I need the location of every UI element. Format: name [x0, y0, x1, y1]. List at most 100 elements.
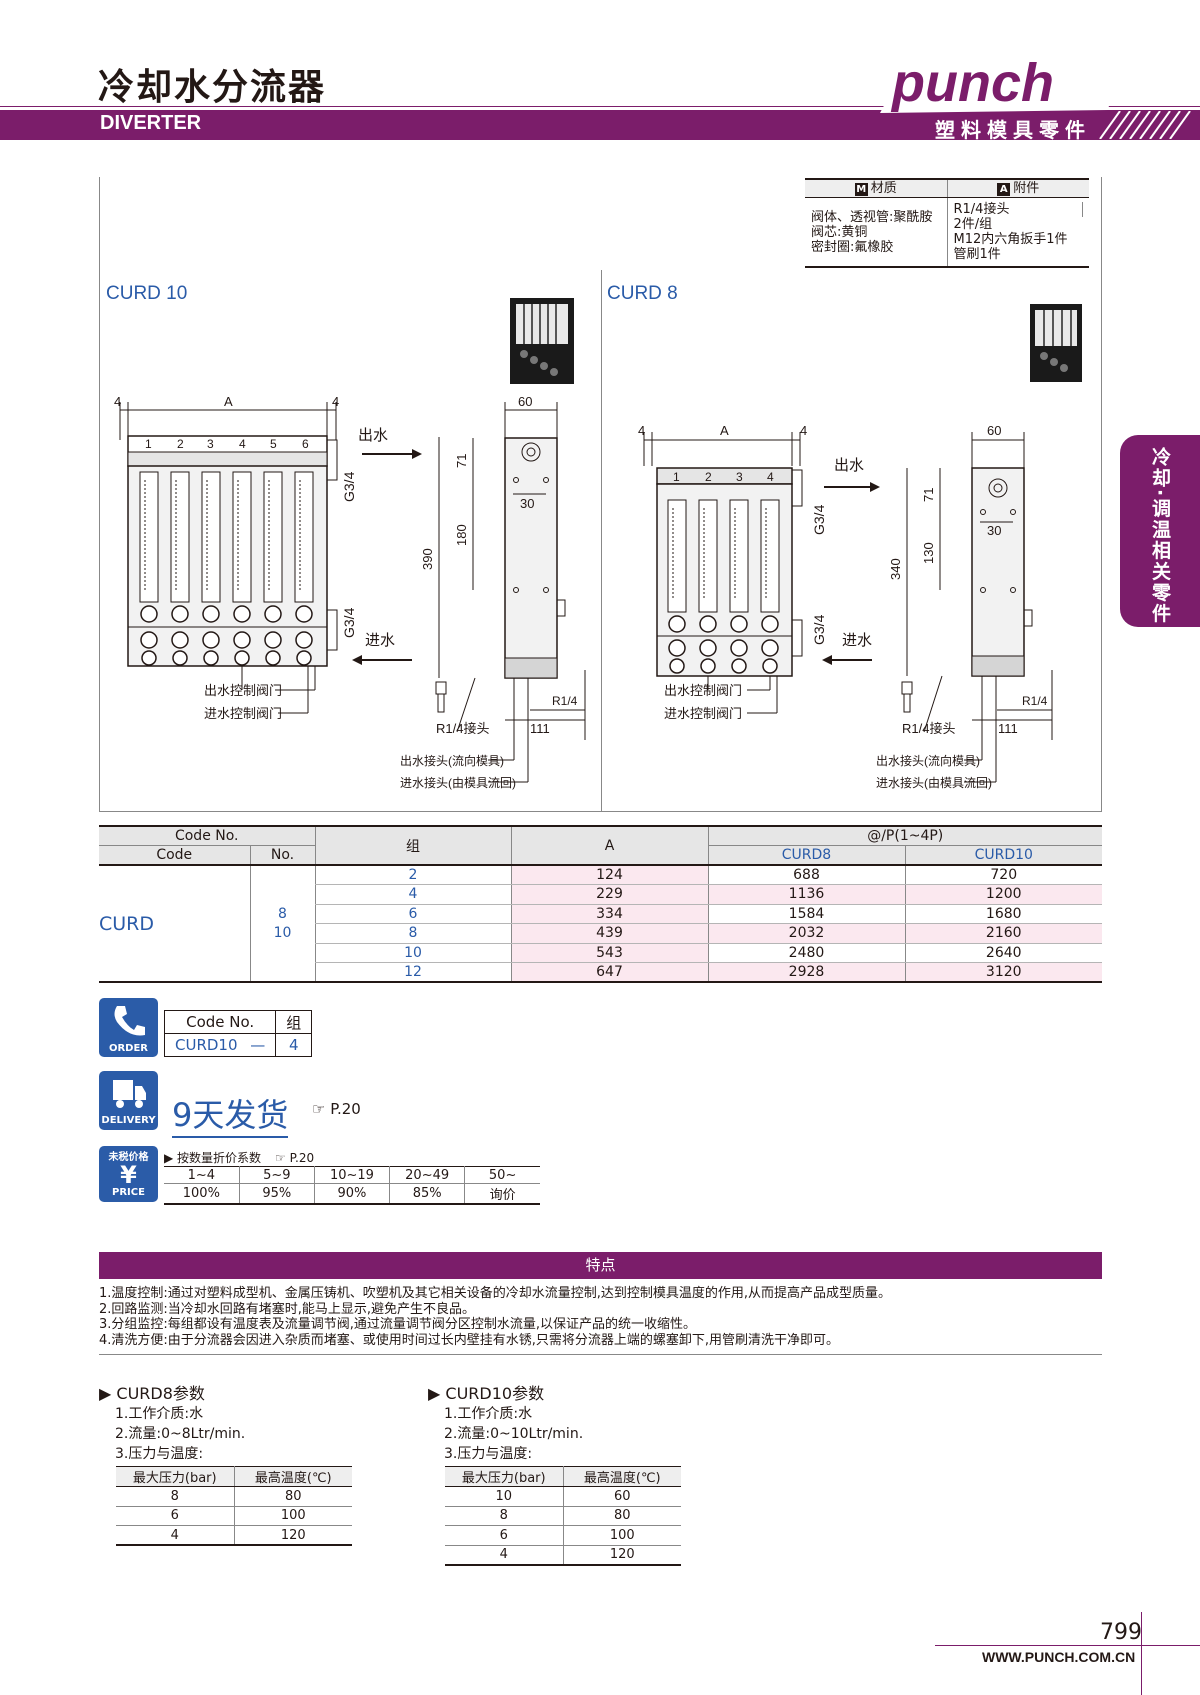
svg-text:4: 4	[332, 394, 339, 409]
price-title: ▶ 按数量折价系数☞ P.20	[164, 1151, 315, 1165]
svg-text:G3/4: G3/4	[341, 471, 357, 502]
col-group: 组	[314, 825, 511, 866]
svg-text:30: 30	[987, 523, 1001, 538]
table-row: 6 334 1584 1680	[99, 904, 1102, 924]
svg-text:6: 6	[302, 437, 309, 451]
svg-text:A: A	[224, 394, 233, 409]
svg-text:进水控制阀门: 进水控制阀门	[204, 706, 282, 721]
svg-text:R1/4接头: R1/4接头	[436, 721, 489, 736]
svg-text:1: 1	[145, 437, 152, 451]
svg-text:出水接头(流向模具): 出水接头(流向模具)	[400, 753, 504, 768]
delivery-ref[interactable]: ☞ P.20	[312, 1100, 361, 1118]
page-title: 冷却水分流器	[98, 67, 327, 108]
svg-text:进水接头(由模具流回): 进水接头(由模具流回)	[400, 775, 516, 790]
svg-text:R1/4: R1/4	[552, 694, 578, 708]
code-value: CURD	[99, 865, 250, 983]
col-curd8: CURD8	[707, 845, 905, 866]
col-code: Code	[99, 845, 250, 866]
triangle-icon: ▶	[428, 1384, 441, 1403]
yen-icon: ¥	[120, 1161, 137, 1189]
list-item: 3.分组监控:每组都设有温度表及流量调节阀,通过流量调节阀分区控制水流量,以保证…	[99, 1317, 697, 1332]
model-label-curd8: CURD 8	[607, 283, 678, 304]
col-a: A	[510, 825, 708, 866]
svg-text:4: 4	[800, 423, 807, 438]
order-icon: ORDER	[99, 998, 158, 1057]
svg-text:R1/4接头: R1/4接头	[902, 721, 955, 736]
svg-text:出水接头(流向模具): 出水接头(流向模具)	[876, 753, 980, 768]
svg-text:2: 2	[705, 470, 712, 484]
title-rule	[0, 106, 1200, 107]
drawing-curd8: 4 A 4 1 2 3 4 出水 进水 G3/4 G3/4 60 30 34	[638, 304, 1082, 790]
footer-vrule	[1141, 1612, 1142, 1695]
page-number: 799	[1100, 1620, 1142, 1645]
table-row: 4 229 1136 1200	[99, 884, 1102, 905]
order-icon-label: ORDER	[108, 1043, 149, 1054]
svg-text:进水: 进水	[842, 632, 872, 649]
delivery-days: 9天发货	[172, 1090, 289, 1138]
list-item: 2.回路监测:当冷却水回路有堵塞时,能马上显示,避免产生不良品。	[99, 1301, 476, 1317]
delivery-icon-label: DELIVERY	[101, 1115, 156, 1126]
svg-text:进水控制阀门: 进水控制阀门	[664, 706, 742, 721]
order-group: 4	[275, 1033, 313, 1057]
model-label-curd10: CURD 10	[106, 283, 188, 304]
price-ref: P.20	[289, 1151, 315, 1165]
title-bar	[0, 110, 1200, 140]
svg-text:60: 60	[987, 423, 1001, 438]
phone-icon	[114, 1006, 145, 1036]
triangle-icon: ▶	[99, 1384, 112, 1403]
table-row: 12 647 2928 3120	[99, 962, 1102, 983]
col-price: @/P(1~4P)	[707, 825, 1102, 846]
order-example-table: Code No. 组 CURD10 — 4	[163, 1010, 313, 1057]
svg-text:30: 30	[520, 496, 534, 511]
svg-text:出水: 出水	[834, 457, 864, 474]
accessory-values: R1/4接头 2件/组 M12内六角扳手1件 管刷1件	[948, 198, 1090, 266]
svg-text:出水: 出水	[358, 427, 388, 444]
drawing-frame	[99, 177, 1102, 812]
params-curd8: ▶ CURD8参数 1.工作介质:水 2.流量:0~8Ltr/min. 3.压力…	[99, 1384, 246, 1462]
svg-text:180: 180	[454, 524, 469, 546]
svg-text:进水: 进水	[365, 632, 395, 649]
svg-text:60: 60	[518, 394, 532, 409]
svg-text:4: 4	[239, 437, 246, 451]
page-subtitle: DIVERTER	[100, 112, 202, 134]
website-link[interactable]: WWW.PUNCH.COM.CN	[982, 1649, 1136, 1665]
footer-rule	[935, 1645, 1200, 1646]
drawing-curd10: 4 A 4 1 2 3 4 5 6 出水 进水 G3/4 G3/4	[114, 298, 586, 790]
svg-text:进水接头(由模具流回): 进水接头(由模具流回)	[876, 775, 992, 790]
svg-text:5: 5	[270, 437, 277, 451]
table-row: 8 439 2032 2160	[99, 923, 1102, 944]
svg-text:71: 71	[454, 454, 469, 468]
svg-text:4: 4	[638, 423, 645, 438]
svg-text:3: 3	[736, 470, 743, 484]
svg-text:3: 3	[207, 437, 214, 451]
slogan-stripes	[1099, 111, 1191, 139]
order-code: CURD10 —	[163, 1033, 277, 1057]
col-code-no: Code No.	[99, 825, 315, 846]
side-category-tab[interactable]: 冷却·调温相关零件	[1120, 435, 1200, 627]
product-photo-curd8	[1030, 304, 1082, 382]
product-photo-curd10	[510, 298, 574, 384]
slogan: 塑料模具零件	[935, 118, 1091, 142]
features-title: 特点	[99, 1252, 1102, 1279]
truck-icon	[112, 1080, 146, 1108]
price-icon-label: PRICE	[112, 1187, 145, 1198]
pointing-hand-icon: ☞	[275, 1151, 286, 1165]
delivery-icon: DELIVERY	[99, 1071, 158, 1130]
svg-text:340: 340	[888, 558, 903, 580]
price-icon: 未税价格 ¥ PRICE	[99, 1146, 158, 1202]
price-icon-top: 未税价格	[108, 1152, 149, 1163]
svg-text:71: 71	[921, 488, 936, 502]
svg-text:出水控制阀门: 出水控制阀门	[664, 683, 742, 698]
svg-text:111: 111	[530, 721, 550, 736]
col-curd10: CURD10	[904, 845, 1102, 866]
punch-logo: punch	[880, 55, 1120, 113]
svg-text:1: 1	[673, 470, 680, 484]
a-badge-icon: A	[997, 183, 1011, 196]
